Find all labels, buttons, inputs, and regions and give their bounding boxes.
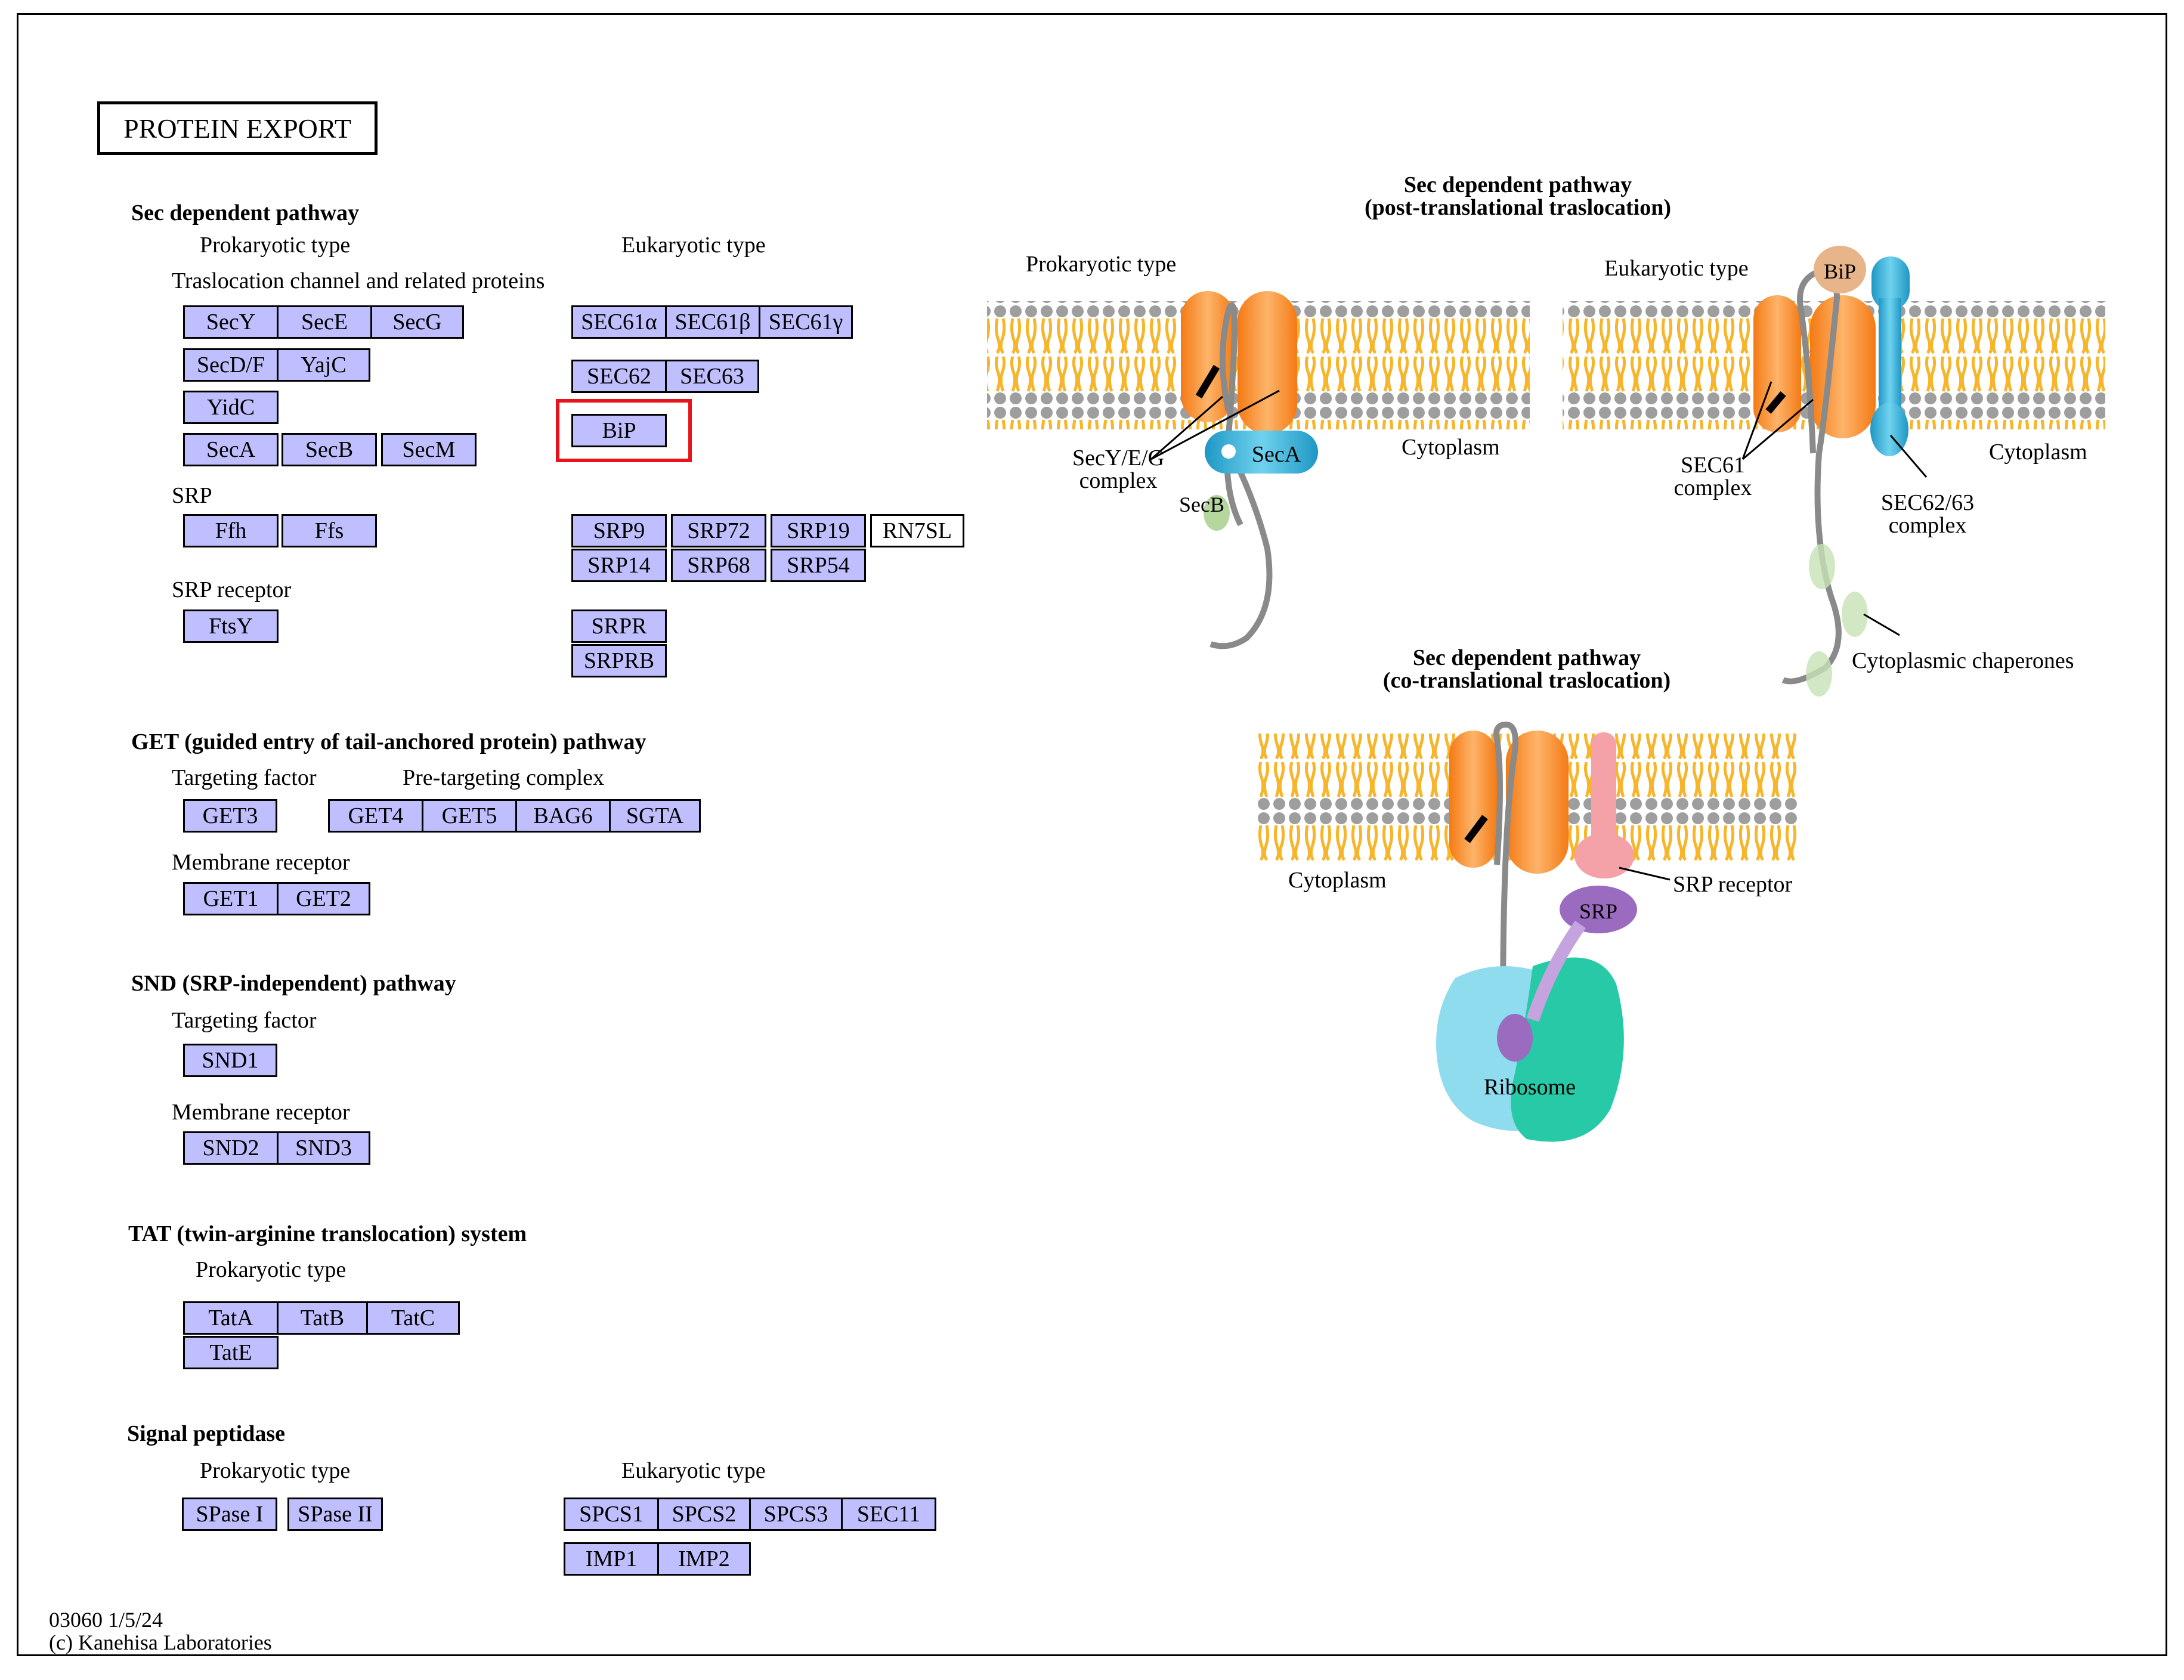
- gene-ftsy[interactable]: FtsY: [183, 609, 279, 643]
- gene-imp1[interactable]: IMP1: [564, 1542, 659, 1576]
- gene-spase1[interactable]: SPase I: [182, 1498, 277, 1531]
- gene-spcs1[interactable]: SPCS1: [564, 1498, 659, 1531]
- gene-spcs2[interactable]: SPCS2: [657, 1498, 751, 1531]
- gene-srp14[interactable]: SRP14: [571, 549, 667, 582]
- gene-sec11[interactable]: SEC11: [841, 1498, 936, 1531]
- label-sp-eukaryotic: Eukaryotic type: [621, 1458, 766, 1483]
- heading-get-pathway: GET (guided entry of tail-anchored prote…: [131, 729, 646, 754]
- heading-tat-system: TAT (twin-arginine translocation) system: [128, 1221, 527, 1246]
- gene-secg[interactable]: SecG: [370, 305, 464, 339]
- gene-secm[interactable]: SecM: [381, 433, 477, 466]
- gene-yidc[interactable]: YidC: [183, 391, 279, 424]
- gene-srp9[interactable]: SRP9: [571, 514, 667, 547]
- gene-secy[interactable]: SecY: [183, 305, 279, 339]
- gene-srp72[interactable]: SRP72: [671, 514, 766, 547]
- footer-id-date: 03060 1/5/24: [49, 1608, 163, 1632]
- gene-seca[interactable]: SecA: [183, 433, 279, 466]
- label-get-targeting: Targeting factor: [172, 765, 317, 790]
- footer-copyright: (c) Kanehisa Laboratories: [49, 1631, 272, 1654]
- gene-sec62[interactable]: SEC62: [571, 360, 667, 393]
- gene-snd2[interactable]: SND2: [183, 1131, 279, 1165]
- gene-srp54[interactable]: SRP54: [771, 549, 866, 582]
- gene-yajc[interactable]: YajC: [277, 348, 370, 382]
- heading-snd-pathway: SND (SRP-independent) pathway: [131, 971, 456, 996]
- gene-sec61-beta[interactable]: SEC61β: [665, 305, 760, 339]
- gene-tatb[interactable]: TatB: [277, 1301, 368, 1335]
- gene-snd3[interactable]: SND3: [277, 1131, 370, 1165]
- gene-sgta[interactable]: SGTA: [609, 799, 701, 833]
- gene-get3[interactable]: GET3: [183, 799, 277, 833]
- gene-srpr[interactable]: SRPR: [571, 609, 667, 643]
- gene-sece[interactable]: SecE: [277, 305, 372, 339]
- gene-tatc[interactable]: TatC: [366, 1301, 460, 1335]
- gene-ffh[interactable]: Ffh: [183, 514, 279, 547]
- gene-snd1[interactable]: SND1: [183, 1044, 277, 1077]
- label-sp-prokaryotic: Prokaryotic type: [200, 1458, 351, 1483]
- label-srp-receptor: SRP receptor: [172, 577, 292, 602]
- gene-sec63[interactable]: SEC63: [665, 360, 759, 393]
- gene-spase2[interactable]: SPase II: [287, 1498, 383, 1531]
- gene-get4[interactable]: GET4: [328, 799, 423, 833]
- gene-srp19[interactable]: SRP19: [771, 514, 866, 547]
- heading-sec-pathway: Sec dependent pathway: [131, 200, 360, 225]
- gene-secb[interactable]: SecB: [281, 433, 377, 466]
- heading-signal-peptidase: Signal peptidase: [127, 1421, 286, 1446]
- label-sec-prokaryotic: Prokaryotic type: [200, 233, 351, 258]
- gene-ffs[interactable]: Ffs: [281, 514, 377, 547]
- label-snd-targeting: Targeting factor: [172, 1008, 317, 1033]
- gene-sec61-gamma[interactable]: SEC61γ: [759, 305, 853, 339]
- label-tat-prokaryotic: Prokaryotic type: [196, 1257, 347, 1282]
- gene-secdf[interactable]: SecD/F: [183, 348, 279, 382]
- gene-tate[interactable]: TatE: [183, 1336, 279, 1369]
- gene-imp2[interactable]: IMP2: [657, 1542, 751, 1576]
- label-snd-membrane: Membrane receptor: [172, 1100, 350, 1125]
- label-translocation-channel: Traslocation channel and related protein…: [172, 268, 545, 293]
- gene-rn7sl[interactable]: RN7SL: [870, 514, 964, 547]
- gene-bag6[interactable]: BAG6: [515, 799, 611, 833]
- gene-bip[interactable]: BiP: [571, 414, 667, 447]
- label-srp: SRP: [172, 483, 212, 508]
- bip-highlight-box: [556, 399, 692, 462]
- label-sec-eukaryotic: Eukaryotic type: [621, 233, 766, 258]
- gene-srp68[interactable]: SRP68: [671, 549, 766, 582]
- gene-srprb[interactable]: SRPRB: [571, 644, 667, 677]
- gene-spcs3[interactable]: SPCS3: [749, 1498, 843, 1531]
- gene-tata[interactable]: TatA: [183, 1301, 279, 1335]
- label-get-membrane: Membrane receptor: [172, 850, 350, 875]
- gene-sec61-alpha[interactable]: SEC61α: [571, 305, 667, 339]
- label-get-pretargeting: Pre-targeting complex: [403, 765, 605, 790]
- diagram-frame: [17, 13, 2167, 1656]
- pathway-title: PROTEIN EXPORT: [97, 101, 378, 155]
- gene-get2[interactable]: GET2: [277, 882, 370, 915]
- gene-get1[interactable]: GET1: [183, 882, 279, 915]
- gene-get5[interactable]: GET5: [422, 799, 517, 833]
